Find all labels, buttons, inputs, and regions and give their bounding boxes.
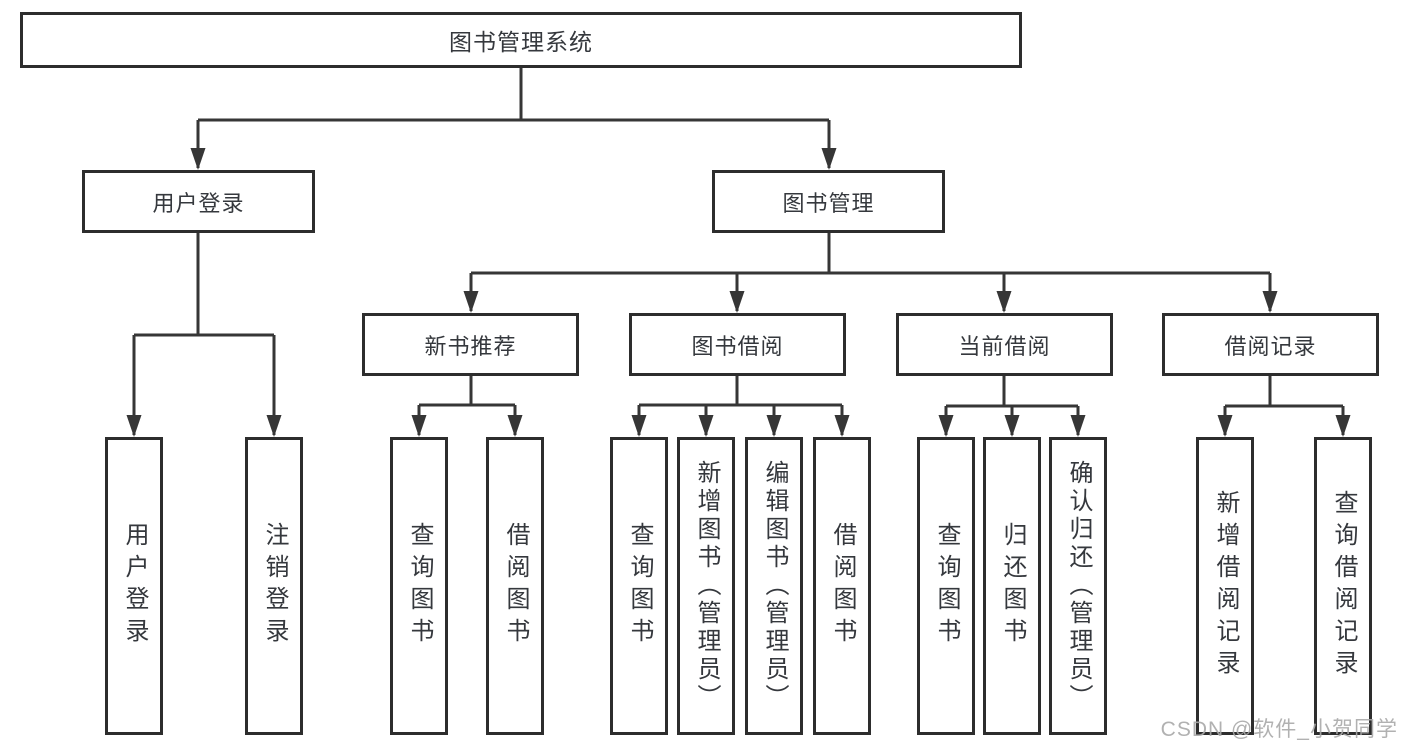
leaf-return-books: 归还图书 [983, 437, 1041, 735]
leaf-query-books-current: 查询图书 [917, 437, 975, 735]
node-book-management-label: 图书管理 [782, 190, 875, 216]
leaf-query-books-recommend: 查询图书 [390, 437, 448, 735]
node-book-management: 图书管理 [712, 170, 945, 233]
leaf-add-books-admin: 新增图书（管理员） [677, 437, 735, 735]
node-current-borrowing: 当前借阅 [896, 313, 1113, 376]
connector-newbook-to-leaves [417, 375, 517, 435]
leaf-user-login: 用户登录 [105, 437, 163, 735]
arrowheads [126, 148, 1351, 437]
node-borrowing-records-label: 借阅记录 [1224, 333, 1317, 359]
leaf-borrow-books-recommend: 借阅图书 [486, 437, 544, 735]
leaf-logout: 注销登录 [245, 437, 303, 735]
connector-userlogin-to-leaves [132, 232, 276, 435]
node-new-book-recommend: 新书推荐 [362, 313, 579, 376]
connector-bookborrow-to-leaves [637, 375, 844, 435]
leaf-edit-books-admin: 编辑图书（管理员） [745, 437, 803, 735]
leaf-confirm-return-admin: 确认归还（管理员） [1049, 437, 1107, 735]
node-root-system: 图书管理系统 [20, 12, 1022, 68]
node-new-book-recommend-label: 新书推荐 [424, 333, 517, 359]
node-borrowing-records: 借阅记录 [1162, 313, 1379, 376]
node-book-borrowing-label: 图书借阅 [691, 333, 784, 359]
node-current-borrowing-label: 当前借阅 [958, 333, 1051, 359]
node-root-label: 图书管理系统 [449, 29, 593, 55]
leaf-query-books-borrow: 查询图书 [610, 437, 668, 735]
leaf-borrow-books: 借阅图书 [813, 437, 871, 735]
leaf-add-borrow-record: 新增借阅记录 [1196, 437, 1254, 735]
node-user-login: 用户登录 [82, 170, 315, 233]
node-user-login-label: 用户登录 [152, 190, 245, 216]
connector-root-to-level1 [196, 67, 831, 168]
node-book-borrowing: 图书借阅 [629, 313, 846, 376]
leaf-query-borrow-record: 查询借阅记录 [1314, 437, 1372, 735]
connector-bookmgmt-to-level2 [469, 232, 1272, 311]
connector-records-to-leaves [1223, 375, 1345, 435]
